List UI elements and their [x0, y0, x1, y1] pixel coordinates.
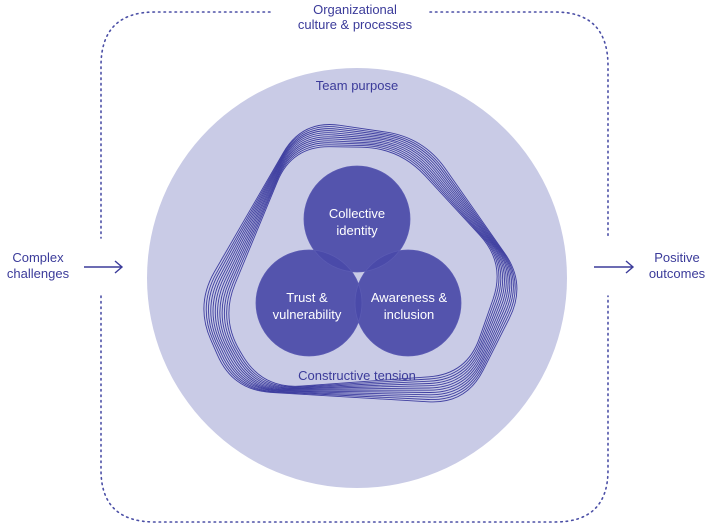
tension-ring-line: [221, 140, 504, 389]
tension-ring-line: [210, 130, 513, 396]
positive-outcomes-label-line1: Positive: [654, 250, 700, 265]
tension-ring-line: [212, 132, 511, 393]
collective-identity-label-line1: Collective: [329, 206, 385, 221]
constructive-tension-label: Constructive tension: [298, 368, 416, 383]
trust-vulnerability-circle: [256, 250, 362, 356]
awareness-inclusion-label-line2: inclusion: [384, 307, 435, 322]
awareness-inclusion-label-line1: Awareness &: [371, 290, 448, 305]
tension-ring-line: [223, 142, 502, 389]
constructive-tension-ring: [203, 124, 518, 403]
complex-challenges-label-line2: challenges: [7, 266, 70, 281]
tension-ring-line: [217, 136, 507, 391]
tension-ring-line: [208, 128, 514, 398]
overlap-accent: [255, 249, 363, 357]
collective-identity-circle: [304, 166, 410, 272]
tension-ring-line: [214, 134, 509, 391]
awareness-inclusion-circle: [355, 250, 461, 356]
positive-outcomes-label-line2: outcomes: [649, 266, 706, 281]
dotted-frame-right: [429, 11, 609, 239]
dotted-frame-left: [100, 11, 271, 239]
overlap-accent: [354, 249, 462, 357]
trust-vulnerability-label-line1: Trust &: [286, 290, 328, 305]
tension-ring-line: [219, 138, 505, 390]
input-arrow-icon: [84, 260, 124, 274]
tension-ring-line: [203, 124, 518, 403]
tension-ring-line: [226, 144, 500, 388]
complex-challenges-label-line1: Complex: [12, 250, 64, 265]
organizational-culture-label-line1: Organizational: [313, 2, 397, 17]
team-purpose-circle: [147, 68, 567, 488]
team-purpose-label: Team purpose: [316, 78, 398, 93]
collective-identity-label-line2: identity: [336, 223, 378, 238]
tension-ring-line: [205, 126, 516, 400]
tension-ring-line: [228, 146, 498, 387]
organizational-culture-label-line2: culture & processes: [298, 17, 413, 32]
trust-vulnerability-label-line2: vulnerability: [273, 307, 342, 322]
output-arrow-icon: [594, 260, 635, 274]
dotted-frame-left-bottom: [100, 295, 609, 523]
overlap-accent: [303, 165, 411, 273]
